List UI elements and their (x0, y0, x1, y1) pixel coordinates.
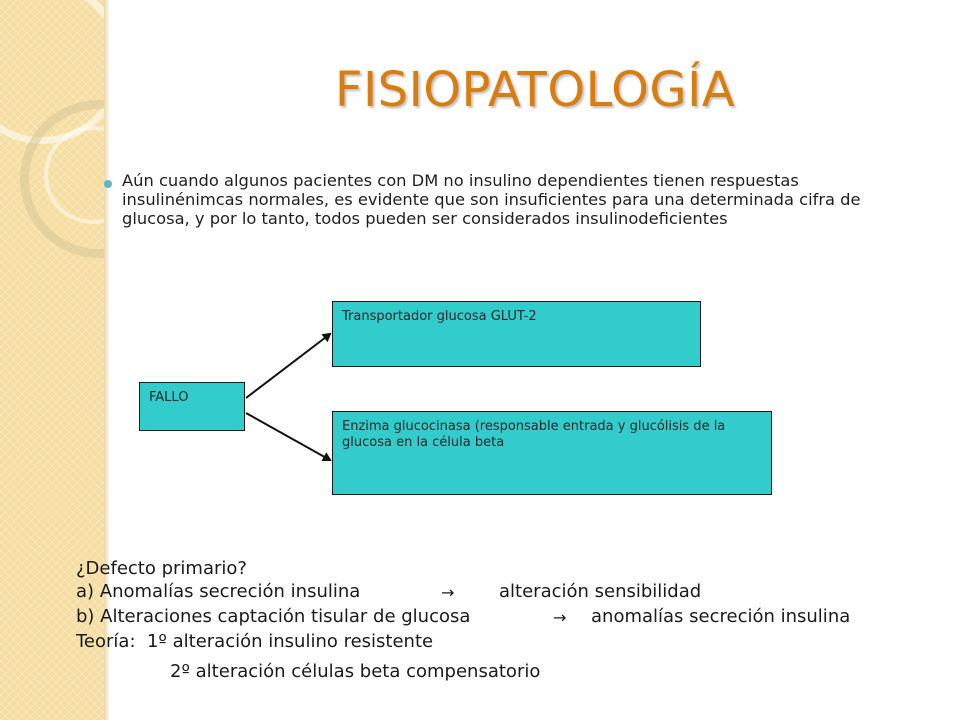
theory-second-line: 2º alteración células beta compensatorio (170, 661, 541, 682)
option-b-left: b) Alteraciones captación tisular de glu… (76, 606, 471, 627)
diagram-box-fallo-label: FALLO (149, 390, 189, 405)
slide-title: FISIOPATOLOGÍA (334, 62, 736, 118)
arrow-to-glucocinasa (245, 412, 332, 461)
decorative-side-band (0, 0, 104, 720)
bullet-icon (104, 180, 112, 188)
option-a-right: alteración sensibilidad (499, 581, 702, 602)
diagram-box-glut2: Transportador glucosa GLUT-2 (332, 301, 701, 367)
option-a-left: a) Anomalías secreción insulina (76, 581, 361, 602)
diagram-box-glucocinasa-label: Enzima glucocinasa (responsable entrada … (342, 419, 726, 450)
theory-line: Teoría: 1º alteración insulino resistent… (76, 631, 434, 652)
diagram-box-glucocinasa: Enzima glucocinasa (responsable entrada … (332, 411, 772, 495)
side-band-edge (104, 0, 110, 720)
option-b-right: anomalías secreción insulina (591, 606, 851, 627)
arrow-to-glut2 (245, 332, 332, 399)
arrow-right-icon: → (553, 608, 567, 627)
diagram-box-glut2-label: Transportador glucosa GLUT-2 (342, 309, 537, 324)
diagram-box-fallo: FALLO (139, 382, 245, 431)
arrow-right-icon: → (441, 583, 455, 602)
bullet-text: Aún cuando algunos pacientes con DM no i… (122, 171, 861, 228)
question-header: ¿Defecto primario? (76, 558, 247, 579)
